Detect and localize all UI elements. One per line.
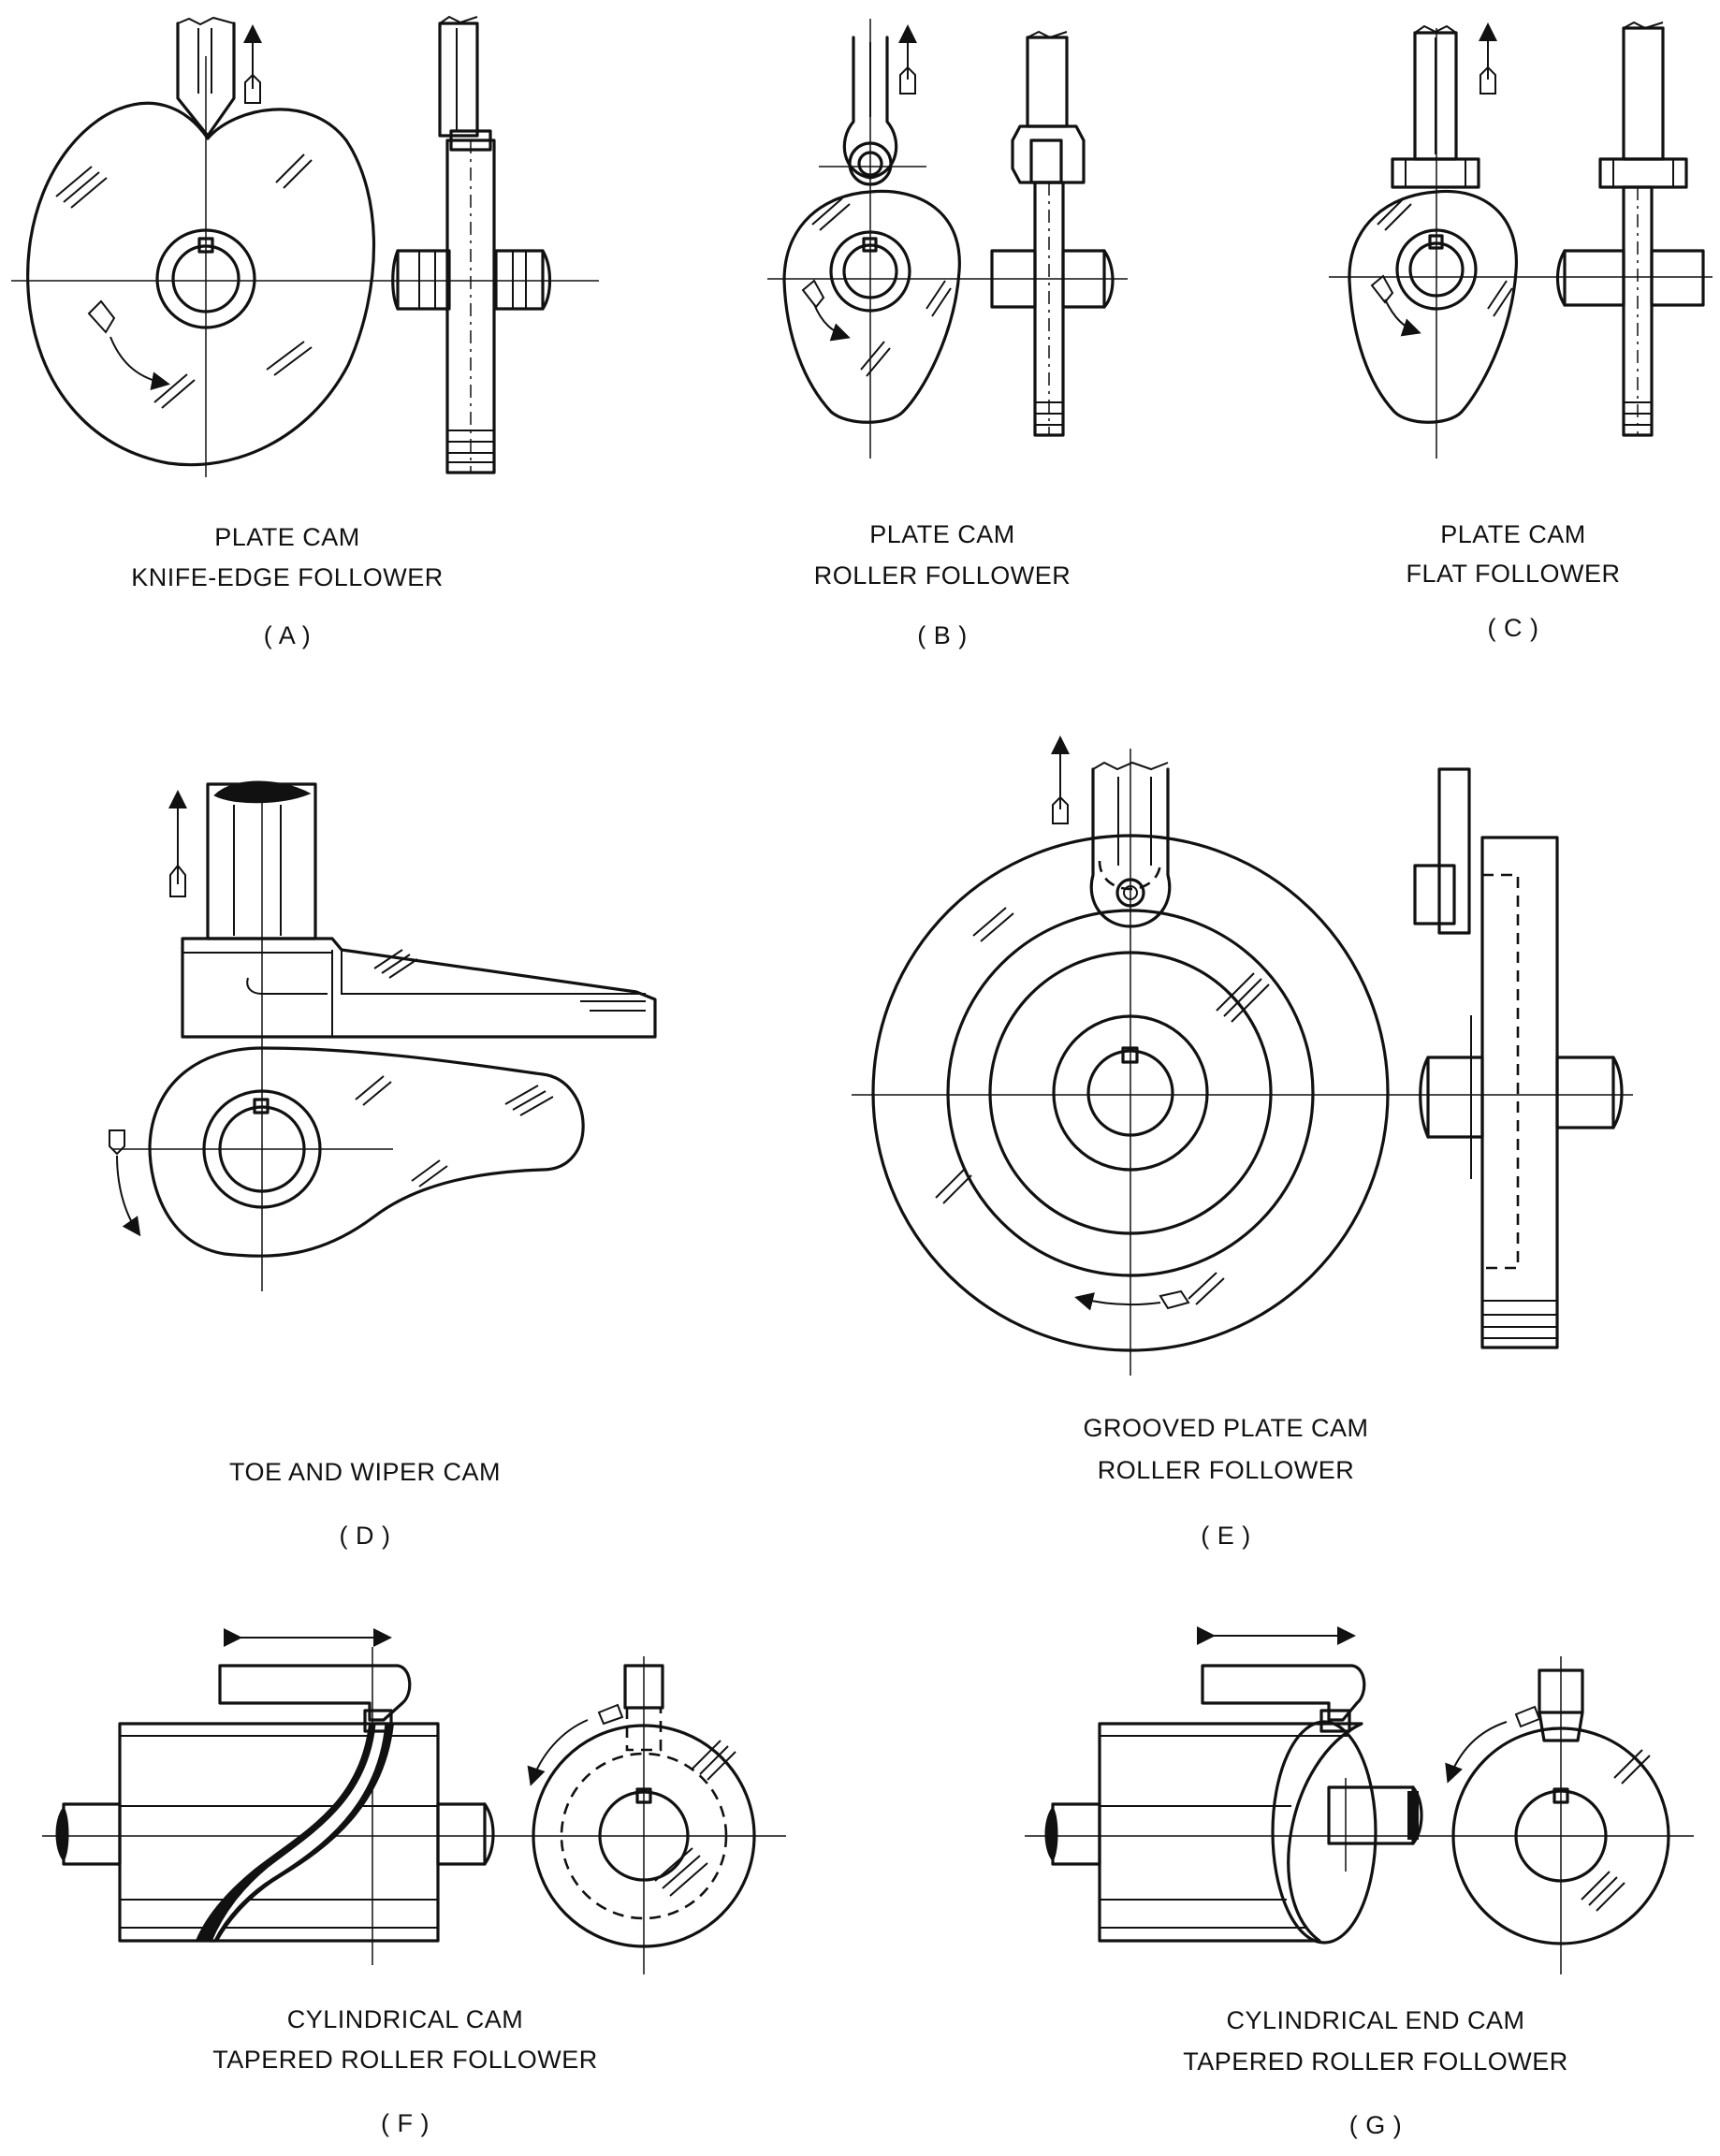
panel-c-subtitle: FLAT FOLLOWER bbox=[1406, 560, 1620, 588]
panel-f-labels: CYLINDRICAL CAM TAPERED ROLLER FOLLOWER … bbox=[212, 2005, 598, 2137]
panel-b-subtitle: ROLLER FOLLOWER bbox=[814, 561, 1071, 590]
panel-a-subtitle: KNIFE-EDGE FOLLOWER bbox=[131, 563, 444, 591]
panel-d-labels: TOE AND WIPER CAM ( D ) bbox=[229, 1458, 501, 1550]
panel-a-title: PLATE CAM bbox=[214, 523, 360, 551]
panel-e-subtitle: ROLLER FOLLOWER bbox=[1098, 1456, 1355, 1484]
panel-e-labels: GROOVED PLATE CAM ROLLER FOLLOWER ( E ) bbox=[1083, 1414, 1368, 1550]
panel-d-title: TOE AND WIPER CAM bbox=[229, 1458, 501, 1486]
panel-c-title: PLATE CAM bbox=[1440, 520, 1586, 548]
panel-d-letter: ( D ) bbox=[340, 1522, 391, 1550]
panel-b-drawing bbox=[767, 19, 1128, 459]
panel-c-drawing bbox=[1329, 21, 1713, 459]
panel-b-labels: PLATE CAM ROLLER FOLLOWER ( B ) bbox=[814, 520, 1071, 649]
panel-g-labels: CYLINDRICAL END CAM TAPERED ROLLER FOLLO… bbox=[1183, 2006, 1568, 2139]
panel-f-title: CYLINDRICAL CAM bbox=[287, 2005, 524, 2033]
panel-f-letter: ( F ) bbox=[381, 2109, 430, 2137]
panel-a-labels: PLATE CAM KNIFE-EDGE FOLLOWER ( A ) bbox=[131, 523, 444, 649]
panel-c-letter: ( C ) bbox=[1488, 614, 1539, 642]
panel-g-subtitle: TAPERED ROLLER FOLLOWER bbox=[1183, 2047, 1568, 2076]
panel-f-drawing bbox=[42, 1628, 786, 1974]
panel-a-letter: ( A ) bbox=[264, 621, 312, 649]
panel-b-letter: ( B ) bbox=[917, 621, 968, 649]
panel-d-drawing bbox=[109, 780, 657, 1291]
panel-e-drawing bbox=[852, 736, 1633, 1376]
panel-b-title: PLATE CAM bbox=[869, 520, 1015, 548]
panel-g-title: CYLINDRICAL END CAM bbox=[1226, 2006, 1524, 2034]
panel-g-drawing bbox=[1025, 1626, 1694, 1974]
panel-f-subtitle: TAPERED ROLLER FOLLOWER bbox=[212, 2046, 598, 2074]
panel-e-title: GROOVED PLATE CAM bbox=[1083, 1414, 1368, 1442]
panel-c-labels: PLATE CAM FLAT FOLLOWER ( C ) bbox=[1406, 520, 1620, 642]
panel-g-letter: ( G ) bbox=[1349, 2111, 1403, 2139]
panel-a-drawing bbox=[11, 15, 599, 477]
panel-e-letter: ( E ) bbox=[1201, 1522, 1251, 1550]
